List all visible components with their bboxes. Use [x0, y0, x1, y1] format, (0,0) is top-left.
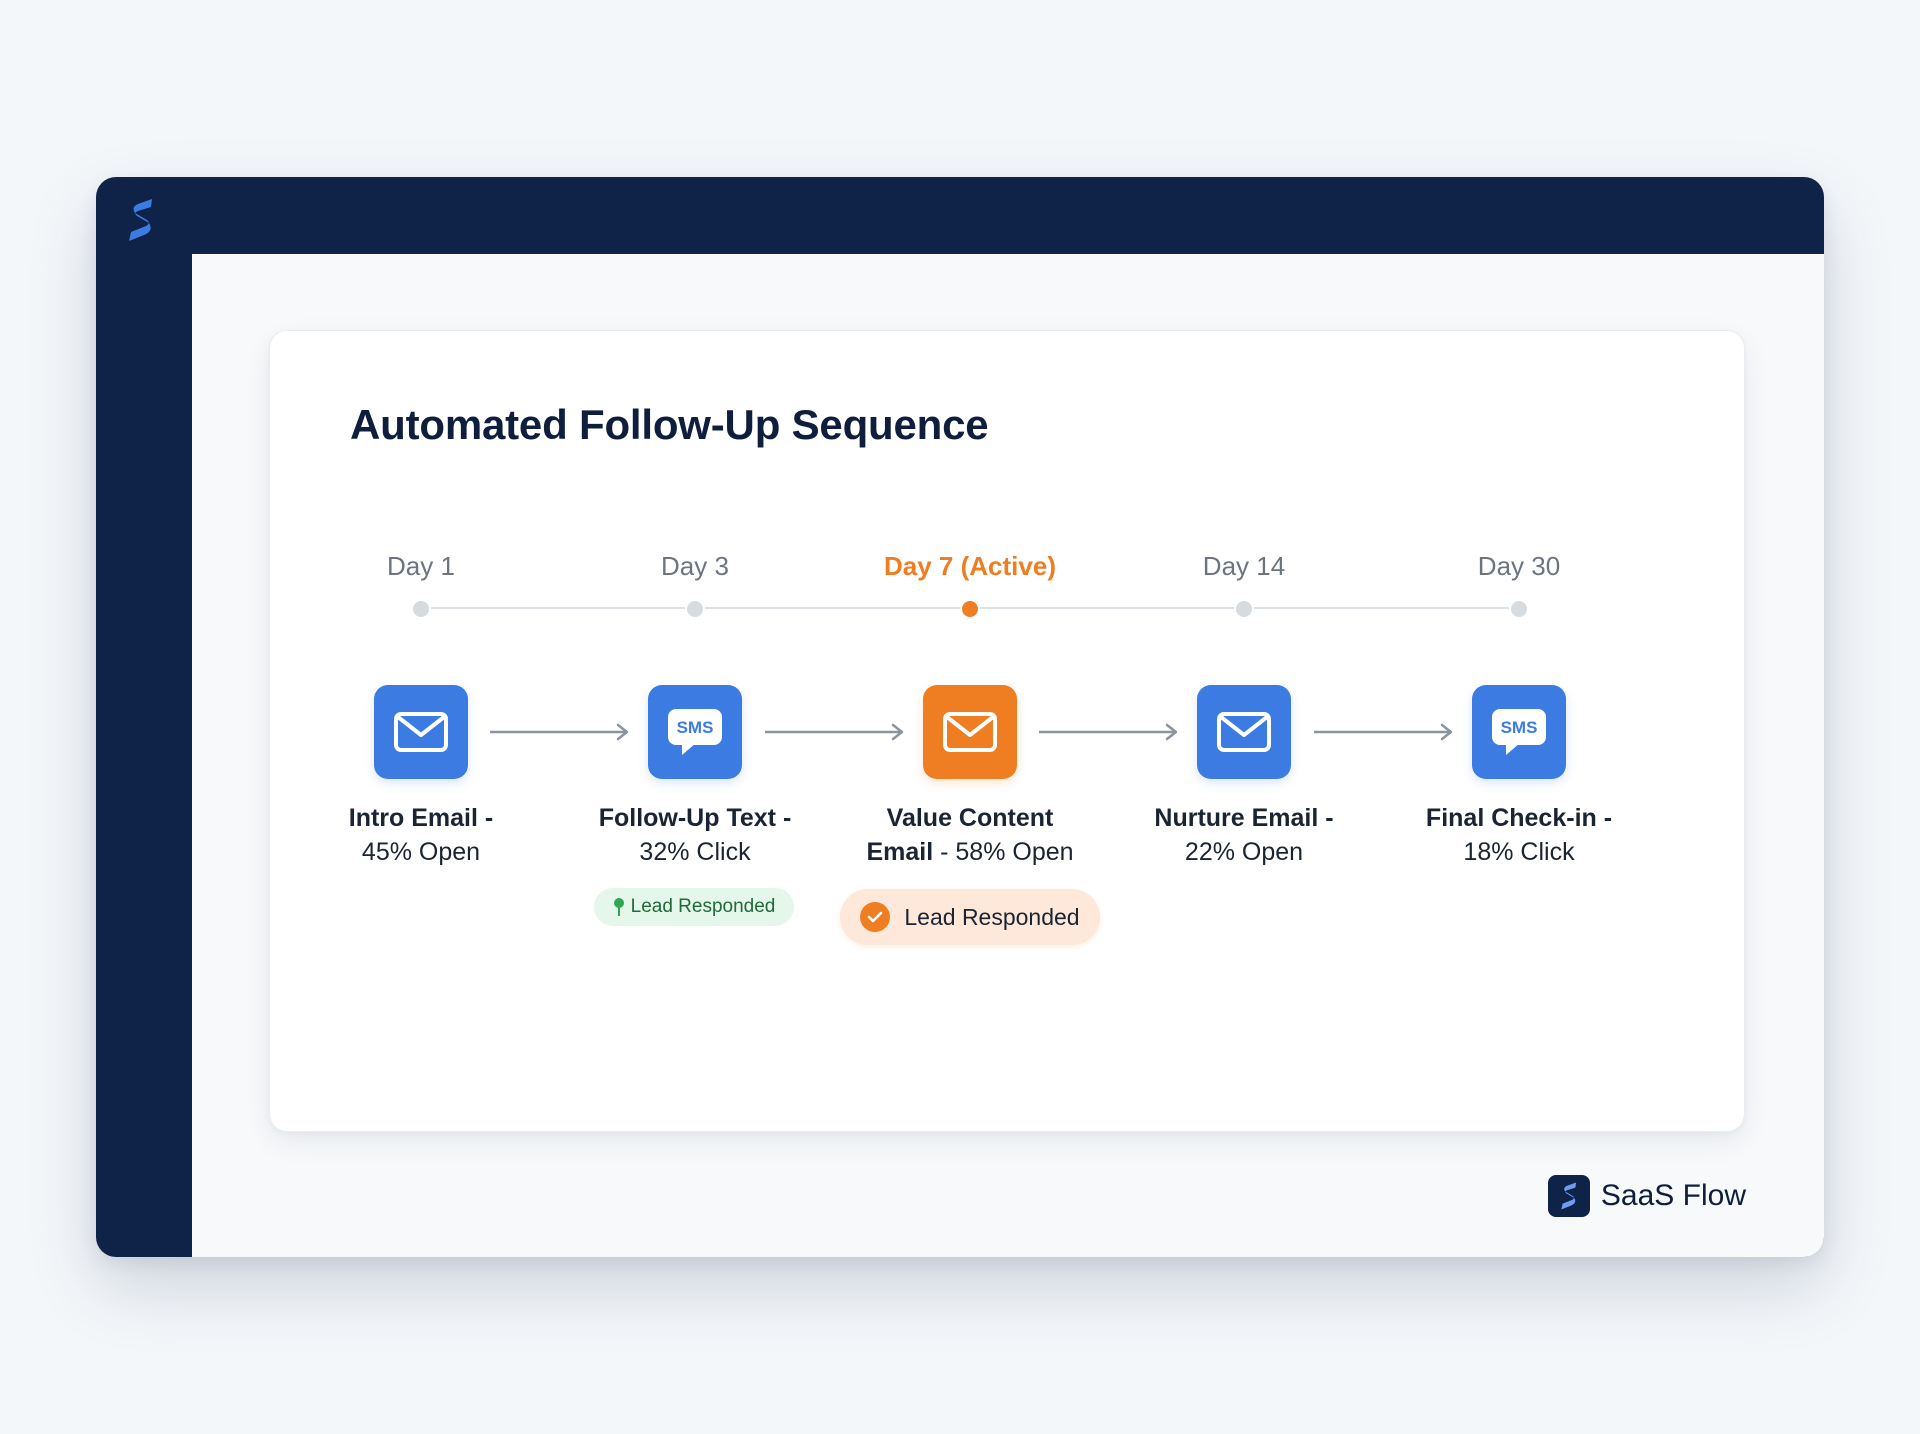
sms-step-tile[interactable]: SMS — [648, 685, 742, 779]
day-label: Day 1 — [387, 551, 455, 581]
email-icon — [1217, 712, 1271, 752]
day-label: Day 14 — [1202, 551, 1286, 581]
day-label: Day 7 (Active) — [884, 551, 1056, 581]
timeline-dot — [1234, 599, 1254, 619]
sms-icon: SMS — [668, 709, 722, 755]
step-label: Final Check-in - 18% Click — [1425, 804, 1613, 866]
email-icon — [943, 712, 997, 752]
app-window: Automated Follow-Up Sequence Day 1 Intro… — [96, 177, 1824, 1257]
sequence-step-day-14[interactable]: Day 14 Nurture Email - 22% Open — [1107, 331, 1381, 1133]
page-title: Automated Follow-Up Sequence — [350, 401, 989, 448]
step-label: Nurture Email - 22% Open — [1154, 804, 1334, 866]
sequence-step-day-7[interactable]: Day 7 (Active) Value Content Email - 58%… — [833, 331, 1107, 1133]
svg-text:SMS: SMS — [1501, 718, 1538, 737]
email-icon — [394, 712, 448, 752]
email-step-tile[interactable] — [1197, 685, 1291, 779]
arrow-right-icon — [1039, 723, 1178, 741]
timeline-dot — [411, 599, 431, 619]
day-label: Day 3 — [661, 551, 729, 581]
pin-icon — [613, 898, 624, 916]
timeline-dot — [1509, 599, 1529, 619]
arrow-right-icon — [490, 723, 629, 741]
step-label: Follow-Up Text - 32% Click — [598, 804, 792, 866]
day-label: Day 30 — [1477, 551, 1561, 581]
arrow-right-icon — [1314, 723, 1453, 741]
svg-text:SMS: SMS — [677, 718, 714, 737]
check-circle-icon — [860, 902, 891, 932]
sms-icon: SMS — [1492, 709, 1546, 755]
sms-step-tile[interactable]: SMS — [1472, 685, 1566, 779]
content-area: Automated Follow-Up Sequence Day 1 Intro… — [192, 254, 1824, 1257]
lead-responded-badge: Lead Responded — [594, 888, 794, 926]
email-step-tile[interactable] — [923, 685, 1017, 779]
sequence-step-day-1[interactable]: Day 1 Intro Email - 45% Open — [284, 331, 558, 1133]
arrow-right-icon — [765, 723, 904, 741]
email-step-tile[interactable] — [374, 685, 468, 779]
sequence-step-day-3[interactable]: Day 3 SMS Follow-Up Text - 32% Click — [558, 331, 832, 1133]
brand-logo-icon — [1547, 1175, 1590, 1217]
timeline-dot-active — [960, 599, 980, 619]
brand-name: SaaS Flow — [1600, 1179, 1746, 1212]
app-logo-icon[interactable] — [126, 195, 156, 245]
sequence-card: Automated Follow-Up Sequence Day 1 Intro… — [269, 330, 1745, 1132]
step-label: Intro Email - 45% Open — [348, 804, 494, 866]
sequence-step-day-30[interactable]: Day 30 SMS Final Check-in - 18% Click — [1382, 331, 1656, 1133]
brand-footer: SaaS Flow — [1547, 1175, 1746, 1217]
step-label: Value Content Email - 58% Open — [866, 804, 1074, 866]
timeline-dot — [685, 599, 705, 619]
lead-responded-badge: Lead Responded — [840, 889, 1100, 945]
